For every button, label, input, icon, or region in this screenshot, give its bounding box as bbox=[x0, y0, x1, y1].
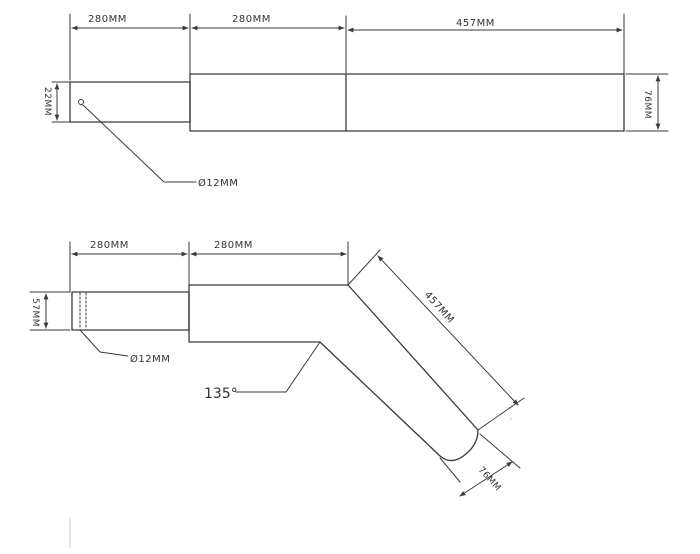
dimension-label-57: 57MM bbox=[30, 298, 40, 327]
dimension-label-280-b: 280MM bbox=[232, 14, 271, 25]
straight-tube-view: 280MM 280MM 457MM Ø12MM 22MM 76MM bbox=[42, 13, 669, 189]
dimension-label-457: 457MM bbox=[456, 18, 495, 29]
dimension-label-280-a: 280MM bbox=[88, 14, 127, 25]
scan-artifact bbox=[509, 417, 513, 421]
angle-label: 135° bbox=[204, 386, 238, 402]
hole-leader-line bbox=[82, 104, 197, 183]
dimension-line-76-angled bbox=[459, 461, 513, 497]
dimension-line-457-angled bbox=[377, 255, 519, 406]
hole-label: Ø12MM bbox=[130, 353, 170, 365]
hole-marker bbox=[78, 99, 84, 105]
small-tube-outline bbox=[71, 291, 190, 331]
dimension-label-280-a: 280MM bbox=[90, 240, 129, 251]
extension-line bbox=[477, 397, 525, 431]
extension-line bbox=[347, 249, 381, 286]
angle-leader-line bbox=[235, 341, 321, 393]
extension-line bbox=[439, 457, 461, 483]
small-tube-outline bbox=[69, 81, 191, 123]
bent-tube-view: 280MM 280MM Ø12MM 57MM 135° 457MM 76MM bbox=[29, 240, 525, 497]
hole-leader-line bbox=[79, 329, 129, 357]
extension-line bbox=[479, 433, 521, 469]
hole-label: Ø12MM bbox=[198, 177, 238, 189]
dimension-label-22: 22MM bbox=[42, 87, 52, 116]
large-tube-outline bbox=[189, 73, 625, 132]
dimension-label-76: 76MM bbox=[642, 90, 652, 119]
dimension-label-76-angled: 76MM bbox=[476, 465, 503, 493]
dimension-label-280-b: 280MM bbox=[214, 240, 253, 251]
bent-tube-outline bbox=[188, 284, 479, 462]
